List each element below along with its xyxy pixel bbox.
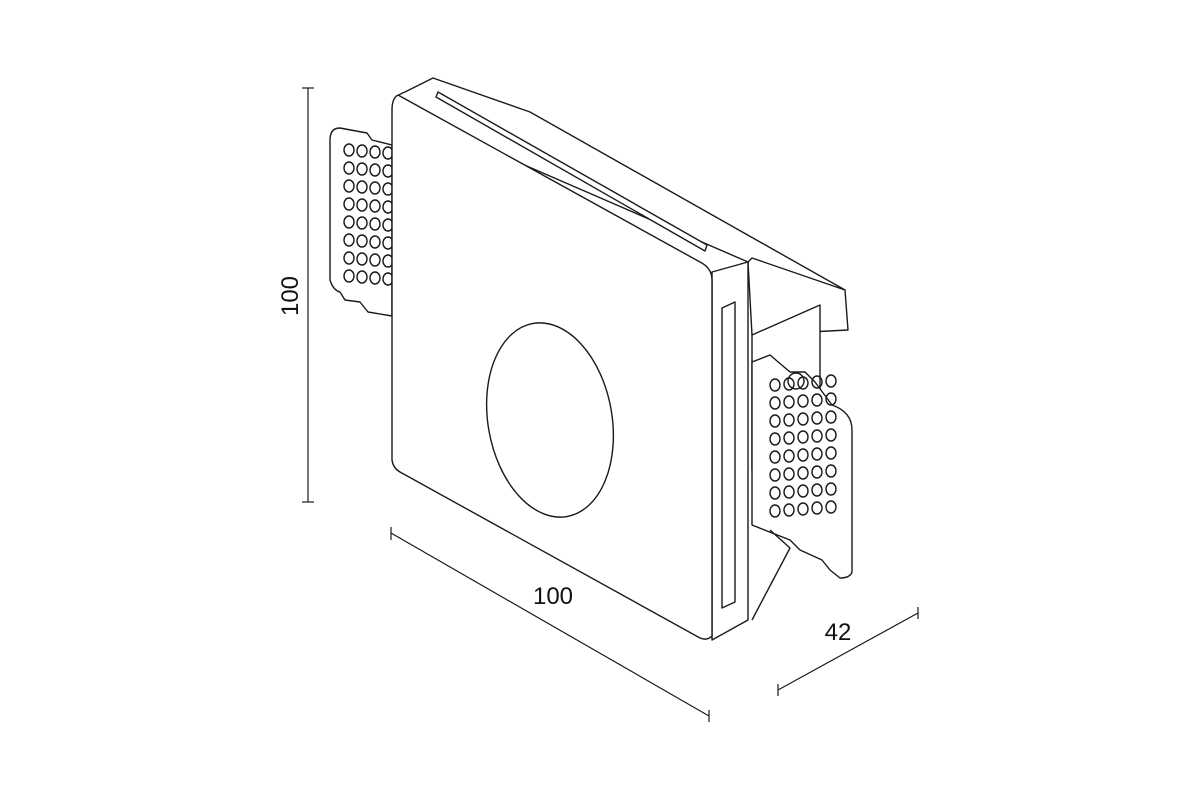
- bracket-hole: [811, 411, 823, 425]
- bracket-hole: [811, 501, 823, 515]
- bracket-hole: [811, 375, 823, 389]
- bracket-hole: [356, 270, 368, 284]
- bracket-hole: [797, 412, 809, 426]
- bracket-hole: [369, 181, 381, 195]
- bracket-hole: [825, 374, 837, 388]
- left-mounting-bracket: [329, 127, 394, 317]
- bracket-hole: [811, 465, 823, 479]
- bracket-hole: [369, 235, 381, 249]
- bracket-hole: [769, 486, 781, 500]
- bracket-hole: [343, 269, 355, 283]
- bracket-hole: [825, 410, 837, 424]
- housing-body: [391, 77, 849, 641]
- bracket-hole: [783, 503, 795, 517]
- bracket-hole: [356, 216, 368, 230]
- depth-label: 42: [825, 619, 852, 646]
- bracket-hole: [356, 252, 368, 266]
- bracket-hole: [825, 500, 837, 514]
- bracket-hole: [783, 449, 795, 463]
- top-slot: [435, 91, 708, 252]
- height-label: 100: [277, 276, 304, 316]
- bracket-hole: [797, 376, 809, 390]
- bracket-hole: [356, 162, 368, 176]
- bracket-hole: [783, 377, 795, 391]
- bracket-hole: [797, 394, 809, 408]
- height-dimension: 100: [277, 87, 314, 503]
- width-label: 100: [533, 583, 573, 610]
- bracket-hole: [356, 144, 368, 158]
- bracket-hole: [797, 448, 809, 462]
- bracket-hole: [769, 450, 781, 464]
- bracket-hole: [825, 392, 837, 406]
- screw-icon: [787, 372, 805, 390]
- bracket-hole: [769, 414, 781, 428]
- bracket-hole: [369, 199, 381, 213]
- bracket-hole: [769, 396, 781, 410]
- bracket-hole: [343, 251, 355, 265]
- bracket-hole: [343, 233, 355, 247]
- bracket-hole: [356, 180, 368, 194]
- bracket-hole: [769, 432, 781, 446]
- bracket-hole: [369, 217, 381, 231]
- bracket-hole: [369, 253, 381, 267]
- bracket-hole: [369, 271, 381, 285]
- bracket-hole: [343, 197, 355, 211]
- right-mounting-bracket: [751, 304, 853, 621]
- bracket-hole: [783, 431, 795, 445]
- bracket-hole: [356, 234, 368, 248]
- bracket-hole: [825, 464, 837, 478]
- bracket-hole: [769, 378, 781, 392]
- bracket-hole: [769, 504, 781, 518]
- bracket-hole: [343, 143, 355, 157]
- depth-dimension: 42: [777, 607, 919, 696]
- bracket-hole: [769, 468, 781, 482]
- bracket-hole: [811, 483, 823, 497]
- round-lens: [485, 322, 615, 518]
- bracket-hole: [783, 485, 795, 499]
- bracket-hole: [343, 179, 355, 193]
- bracket-hole: [797, 502, 809, 516]
- width-dimension: 100: [390, 527, 710, 722]
- bracket-hole: [811, 393, 823, 407]
- bracket-hole: [343, 161, 355, 175]
- bracket-hole: [825, 446, 837, 460]
- bracket-hole: [825, 428, 837, 442]
- side-slot: [721, 301, 736, 609]
- bracket-hole: [783, 413, 795, 427]
- bracket-hole: [369, 163, 381, 177]
- bracket-hole: [783, 395, 795, 409]
- bracket-hole: [343, 215, 355, 229]
- bracket-hole: [797, 484, 809, 498]
- bracket-hole: [797, 430, 809, 444]
- bracket-hole: [825, 482, 837, 496]
- bracket-hole: [811, 429, 823, 443]
- bracket-hole: [811, 447, 823, 461]
- bracket-hole: [783, 467, 795, 481]
- bracket-hole: [369, 145, 381, 159]
- bracket-hole: [356, 198, 368, 212]
- bracket-hole: [797, 466, 809, 480]
